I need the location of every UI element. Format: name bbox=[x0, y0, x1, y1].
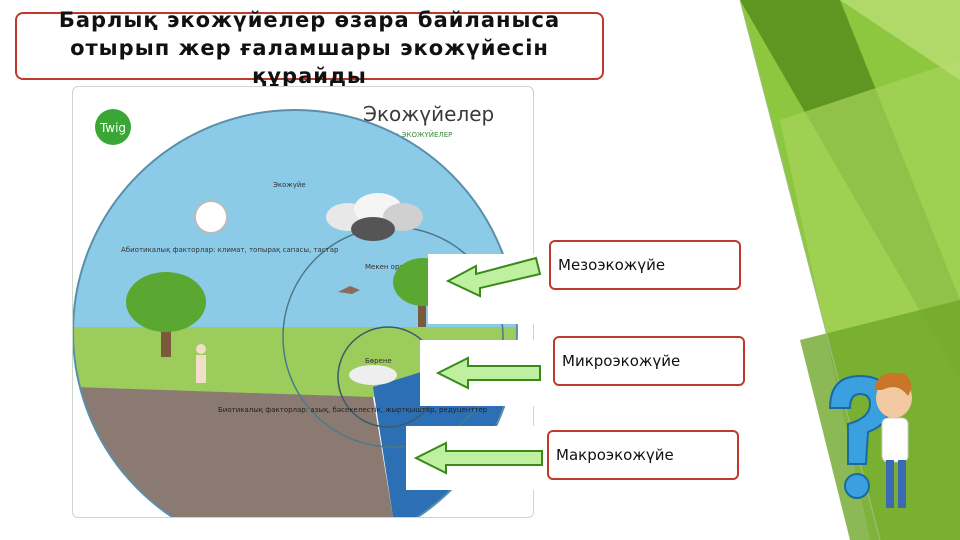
boy-character-icon bbox=[828, 372, 912, 508]
small-label: Бөрене bbox=[365, 357, 392, 365]
label-macro-text: Макроэкожүйе bbox=[556, 446, 674, 464]
bird-icon bbox=[338, 286, 360, 294]
abiotic-label: Абиотикалық факторлар: климат, топырақ с… bbox=[121, 246, 339, 254]
poster-heading: Экожүйелер bbox=[363, 102, 494, 126]
person-icon bbox=[196, 344, 206, 383]
label-meso-box: Мезоэкожүйе bbox=[549, 240, 741, 290]
tree-icon bbox=[126, 272, 206, 357]
label-micro-text: Микроэкожүйе bbox=[562, 352, 681, 370]
arrow-meso bbox=[428, 254, 542, 324]
middle-label: Мекен орта bbox=[365, 263, 408, 271]
arrow-macro bbox=[406, 426, 550, 490]
title-box bbox=[15, 12, 604, 80]
label-macro-box: Макроэкожүйе bbox=[547, 430, 739, 480]
cloud-icon bbox=[326, 193, 423, 241]
label-meso-text: Мезоэкожүйе bbox=[558, 256, 666, 274]
question-mark-icon bbox=[828, 374, 892, 465]
slide-title: Барлық экожүйелер өзара байланыса отырып… bbox=[58, 8, 561, 88]
sun-icon bbox=[194, 200, 228, 234]
ecosystem-poster: Twig Экожүйелер БИОЛОГИЯ • ЭКОЖҮЙЕЛЕР • … bbox=[72, 86, 534, 540]
label-micro-box: Микроэкожүйе bbox=[553, 336, 745, 386]
sky-label: Экожүйе bbox=[273, 181, 306, 189]
biotic-label: Биотикалық факторлар: азық, бәсекелестік… bbox=[218, 406, 488, 414]
logo-text: Twig bbox=[99, 121, 126, 135]
twig-logo-icon bbox=[95, 109, 131, 145]
log-icon bbox=[349, 365, 397, 385]
arrow-micro bbox=[420, 340, 550, 406]
